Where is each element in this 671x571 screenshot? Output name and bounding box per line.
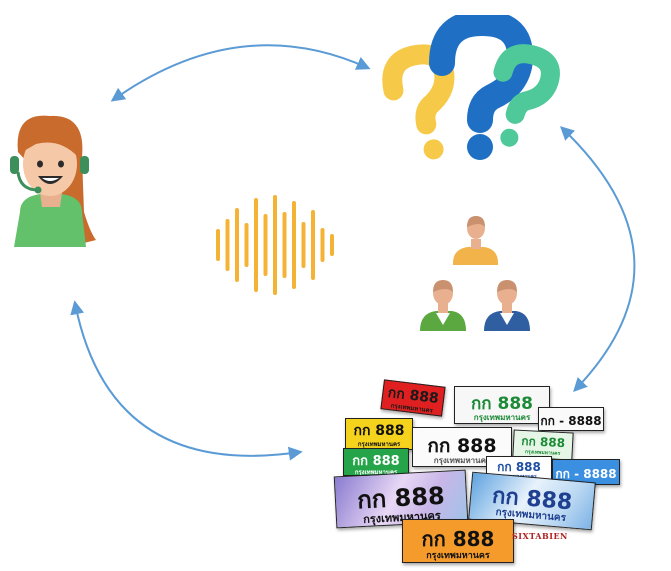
plate-green: กก 888 กรุงเทพมหานคร — [343, 448, 409, 476]
plate-red: กก 888 กรุงเทพมหานคร — [380, 379, 446, 417]
watermark-logo: SIXTABIEN — [512, 531, 568, 541]
plate-yellow: กก 888 กรุงเทพมหานคร — [345, 418, 413, 450]
sound-wave-icon — [216, 195, 334, 295]
people-hierarchy-icon — [420, 216, 530, 331]
question-marks-icon — [382, 15, 560, 160]
arrow-questions-plates — [559, 126, 636, 393]
license-plates-collage-icon: กก 888 กรุงเทพมหานคร กก 888 กรุงเทพมหานค… — [330, 379, 630, 565]
arrow-plates-agent — [70, 300, 303, 461]
customer-service-agent-icon — [10, 115, 97, 247]
plate-orange: กก 888 กรุงเทพมหานคร — [402, 519, 514, 563]
plate-small-white: กก - 8888 — [538, 407, 604, 431]
arrow-agent-questions — [110, 44, 371, 102]
plate-white-green: กก 888 กรุงเทพมหานคร — [454, 386, 550, 424]
